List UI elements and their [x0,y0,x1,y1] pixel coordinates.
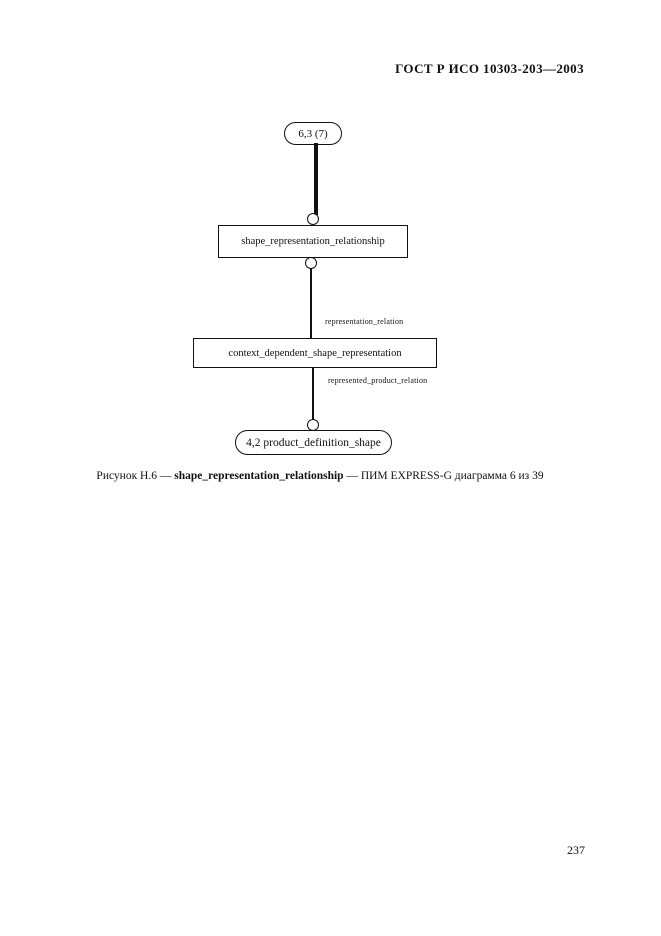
entity-label: shape_representation_relationship [241,236,385,247]
entity-box-shape-representation-relationship: shape_representation_relationship [218,225,408,258]
caption-prefix: Рисунок Н.6 — [96,470,175,482]
connector-circle-top [307,213,319,225]
relation-label-represented-product-relation: represented_product_relation [328,376,428,385]
figure-caption: Рисунок Н.6 — shape_representation_relat… [0,470,640,482]
entity-label: context_dependent_shape_representation [228,347,402,359]
page-number: 237 [567,843,585,857]
document-header: ГОСТ Р ИСО 10303-203—2003 [395,61,584,76]
caption-suffix: — ПИМ EXPRESS-G диаграмма 6 из 39 [343,470,544,482]
page-reference-bottom-label: 4,2 product_definition_shape [246,436,381,449]
relation-label-representation-relation: representation_relation [325,317,404,326]
thick-relation-line [314,143,318,215]
relation-line-2 [312,368,314,422]
entity-box-context-dependent-shape-representation: context_dependent_shape_representation [193,338,437,368]
page-reference-top-label: 6,3 (7) [298,127,328,140]
relation-line-1 [310,268,312,338]
caption-entity-name: shape_representation_relationship [174,470,344,482]
page-reference-oval-bottom: 4,2 product_definition_shape [235,430,392,455]
page-reference-oval-top: 6,3 (7) [284,122,342,145]
